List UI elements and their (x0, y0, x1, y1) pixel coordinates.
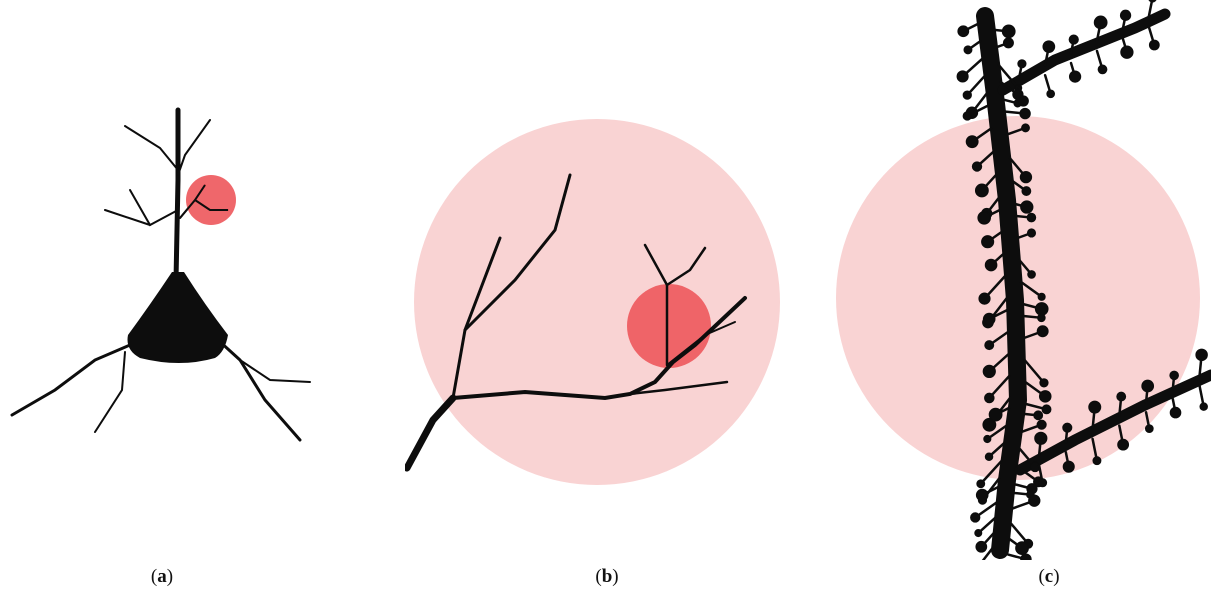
spine-head (1170, 407, 1181, 418)
spine-head (1145, 425, 1153, 433)
spine-head (1022, 124, 1030, 132)
spine-head (1043, 41, 1055, 53)
spine-head (966, 136, 978, 148)
spine-head (957, 71, 968, 82)
spine-head (1040, 379, 1048, 387)
spine-head (1170, 371, 1179, 380)
spine-head (1027, 213, 1036, 222)
spine-head (964, 46, 972, 54)
spine-head (1035, 432, 1047, 444)
spine-head (963, 91, 971, 99)
spine-head (985, 259, 997, 271)
caption-a: (a) (132, 566, 192, 588)
spine-head (1094, 16, 1107, 29)
spine-head (1089, 401, 1101, 413)
spine-head (1039, 391, 1051, 403)
spine-head (1149, 0, 1157, 2)
spine-head (982, 236, 994, 248)
spine-head (989, 408, 1002, 421)
spine-head (963, 112, 971, 120)
neuron-dendrites (12, 110, 310, 440)
spine-head (1196, 349, 1207, 360)
spine-head (971, 513, 980, 522)
spine-head (1020, 108, 1030, 118)
spine-head (1028, 271, 1036, 279)
spine-head (978, 212, 991, 225)
spine-head (1149, 40, 1159, 50)
spine-head (1021, 554, 1031, 560)
spine-head (972, 162, 981, 171)
panel-c (835, 0, 1211, 560)
spine-head (977, 480, 985, 488)
spine-head (1200, 403, 1207, 410)
caption-c: (c) (1019, 566, 1079, 588)
spine-head (976, 489, 988, 501)
spine-head (1002, 25, 1015, 38)
spine-head (1120, 10, 1130, 20)
highlight-circle-small (186, 175, 236, 225)
spine-head (1003, 38, 1013, 48)
spine-head (1069, 71, 1080, 82)
spine-head (1142, 380, 1154, 392)
spine-head (1047, 90, 1055, 98)
spine-head (976, 541, 987, 552)
spine-head (983, 365, 995, 377)
zoom-circle (414, 119, 780, 485)
spine-head (1027, 229, 1035, 237)
spine-head (1042, 405, 1051, 414)
spine-head (975, 184, 988, 197)
spine-head (1038, 479, 1046, 487)
neuron-whole-figure (0, 0, 320, 560)
spine-head (1018, 96, 1028, 106)
spine-head (984, 435, 991, 442)
spiny-dendrite-figure (835, 0, 1211, 560)
spine-head (985, 393, 995, 403)
neuron-soma (128, 272, 229, 363)
spine-head (1021, 201, 1033, 213)
spine-head (1098, 65, 1107, 74)
spine-head (958, 26, 969, 37)
spine-head (1121, 46, 1133, 58)
spine-head (1037, 420, 1046, 429)
spine-head (1117, 392, 1126, 401)
spine-head (1038, 293, 1045, 300)
spine-head (1038, 314, 1046, 322)
spine-head (985, 341, 994, 350)
spine-head (979, 293, 990, 304)
spine-head (1029, 495, 1040, 506)
spine-head (1018, 60, 1026, 68)
spine-head (1069, 35, 1078, 44)
spine-head (1063, 461, 1074, 472)
spine-head (975, 530, 982, 537)
spine-head (983, 313, 995, 325)
spine-head (985, 453, 993, 461)
spine-head (1093, 457, 1101, 465)
spine-head (1063, 423, 1072, 432)
panel-b (405, 0, 805, 560)
spine-head (1037, 326, 1048, 337)
caption-b: (b) (577, 566, 637, 588)
spine-head (1034, 411, 1043, 420)
spine-head (1016, 542, 1029, 555)
spine-head (1022, 187, 1031, 196)
spine-head (1035, 303, 1048, 316)
highlight-circle-medium (627, 284, 711, 368)
panel-a (0, 0, 320, 560)
spine-head (1118, 439, 1129, 450)
spine-head (1020, 171, 1031, 182)
dendrite-branch-figure (405, 0, 805, 560)
